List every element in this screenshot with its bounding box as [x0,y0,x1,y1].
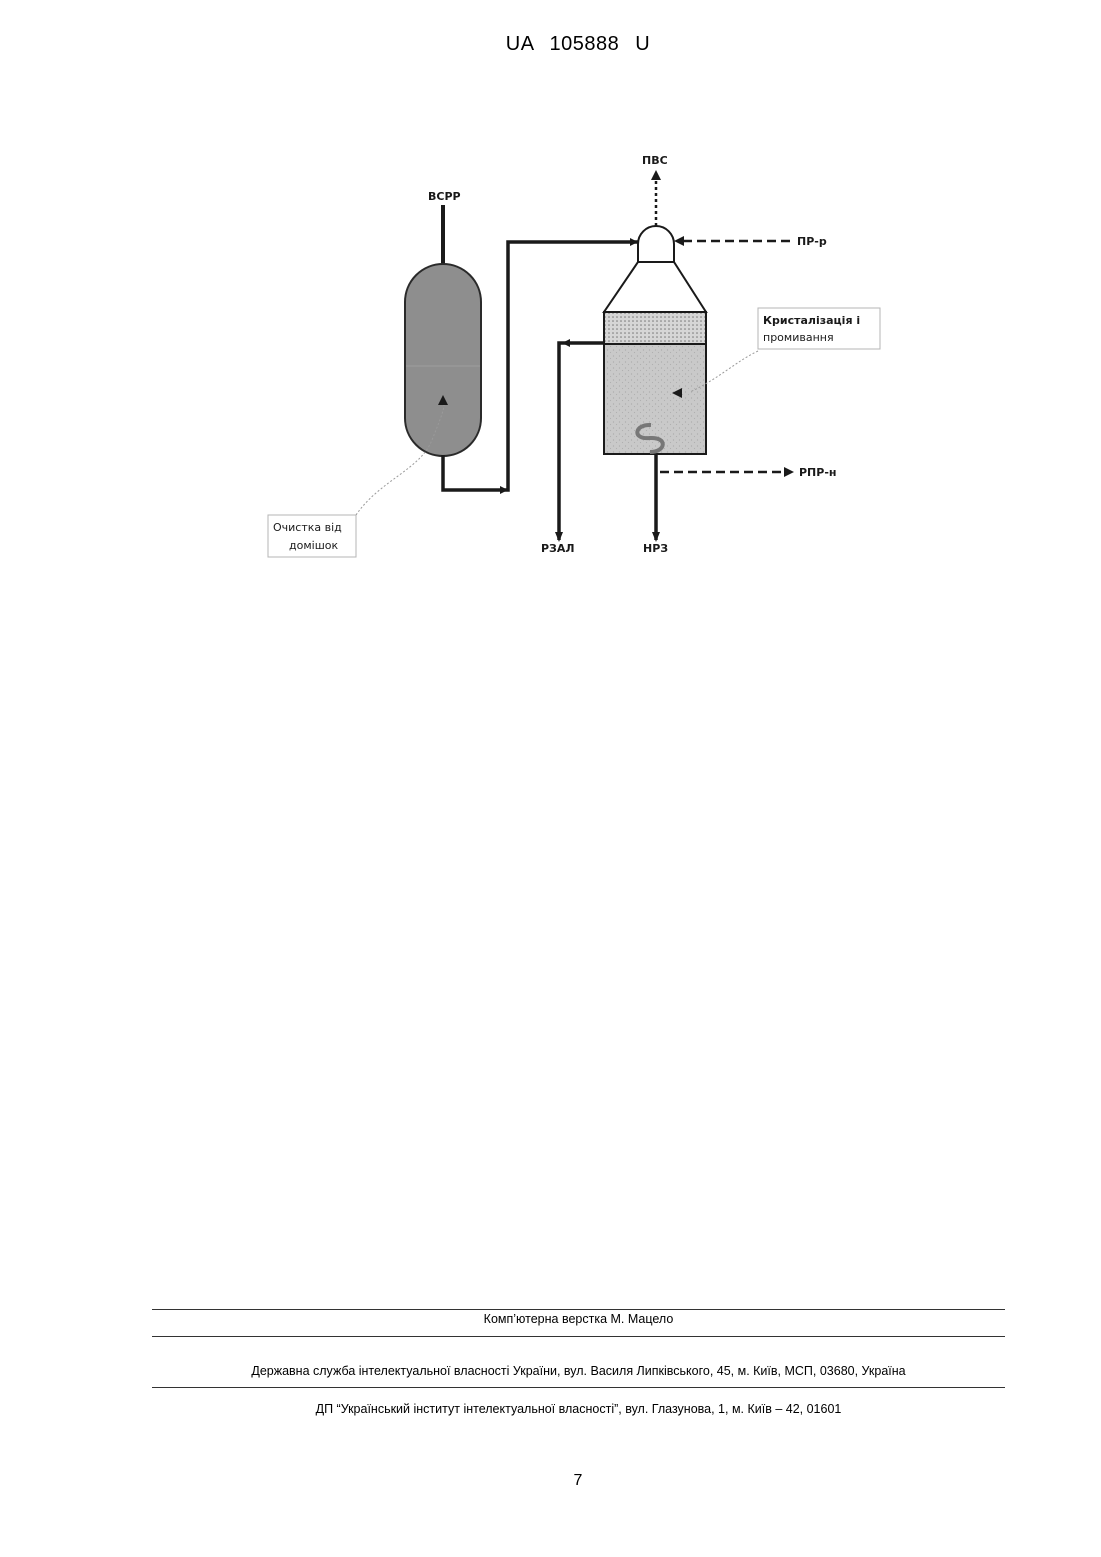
label-side-out: РЗАЛ [541,542,575,555]
crystallizer-column [604,226,706,454]
label-solution-out: РПР-н [799,466,837,479]
footer-divider [152,1336,1005,1337]
callout-crystallization-line1: Кристалізація і [763,314,860,327]
institute-address: ДП “Український інститут інтелектуальної… [152,1402,1005,1416]
footer-divider [152,1387,1005,1388]
column-cone [604,262,706,312]
side-outlet-pipe [559,343,604,540]
label-bottom-out: НРЗ [643,542,668,555]
label-reagent-in: ПР-р [797,235,827,248]
crystallization-zone [604,312,706,344]
layout-credit: Комп’ютерна верстка М. Мацело [152,1312,1005,1326]
process-diagram: Кристалізація і промивання Очистка від д… [0,0,1101,620]
label-vent: ПВС [642,154,668,167]
callout-crystallization-line2: промивання [763,331,834,344]
column-dome [638,226,674,262]
footer-divider [152,1309,1005,1310]
callout-cleaning-line1: Очистка від [273,521,342,534]
office-address: Державна служба інтелектуальної власност… [152,1364,1005,1378]
label-feed: ВСРР [428,190,461,203]
page-number: 7 [0,1472,1101,1490]
purification-vessel [405,205,481,456]
callout-cleaning-line2: домішок [289,539,338,552]
